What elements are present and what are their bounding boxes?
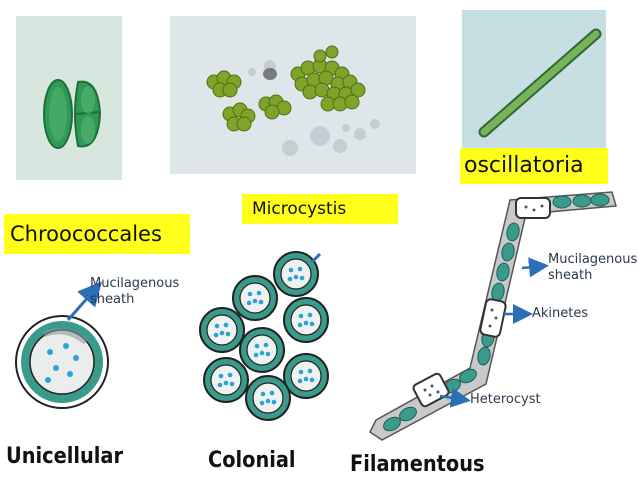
- heterocyst-granules: [423, 384, 440, 397]
- colonial-cells: [199, 251, 329, 421]
- oscillatoria-photo: [462, 10, 606, 150]
- filament-sheath-arrow: [521, 257, 549, 278]
- filament-vegetative-cell: [590, 193, 610, 207]
- chroococcales-label: Chroococcales: [4, 214, 190, 254]
- filament-sheath-label: Mucilagenous sheath: [548, 252, 638, 283]
- colony-cell: [283, 353, 329, 399]
- filament-vegetative-cell: [383, 416, 401, 432]
- filament-vegetative-cell: [399, 406, 417, 422]
- colony-cell: [273, 251, 319, 297]
- microcystis-photo: [170, 16, 416, 174]
- colony-cell: [245, 375, 291, 421]
- colony-cell: [199, 307, 245, 353]
- oscillatoria-label: oscillatoria: [460, 148, 608, 184]
- filament-vegetative-cell: [501, 242, 515, 262]
- chroococcales-photo: [16, 16, 122, 180]
- unicellular-sheath-arrow: [66, 281, 102, 321]
- filament-vegetative-cell: [459, 368, 477, 384]
- colony-cell: [203, 357, 249, 403]
- colonial-arrow: [310, 252, 322, 264]
- filament-vegetative-cell: [506, 222, 520, 242]
- heterocyst-label: Heterocyst: [470, 392, 541, 407]
- filament-vegetative-cell: [552, 195, 572, 209]
- filament-vegetative-cell: [572, 194, 592, 208]
- unicellular-sheath-label: Mucilagenous sheath: [90, 276, 180, 307]
- heterocyst-arrow: [439, 387, 471, 408]
- unicellular-cell: [15, 315, 109, 409]
- colony-cell: [232, 275, 278, 321]
- akinete-cell-lower: [479, 298, 507, 338]
- heterocyst-cell: [412, 372, 450, 408]
- filament-vegetative-cell: [496, 262, 510, 282]
- colonial-caption: Colonial: [208, 448, 296, 473]
- microcystis-label: Microcystis: [242, 194, 398, 224]
- colony-cell: [239, 327, 285, 373]
- filamentous-caption: Filamentous: [350, 452, 485, 477]
- unicellular-caption: Unicellular: [6, 444, 124, 469]
- akinete-cell-upper: [515, 197, 551, 219]
- akinetes-label: Akinetes: [532, 306, 589, 321]
- colony-cell: [283, 297, 329, 343]
